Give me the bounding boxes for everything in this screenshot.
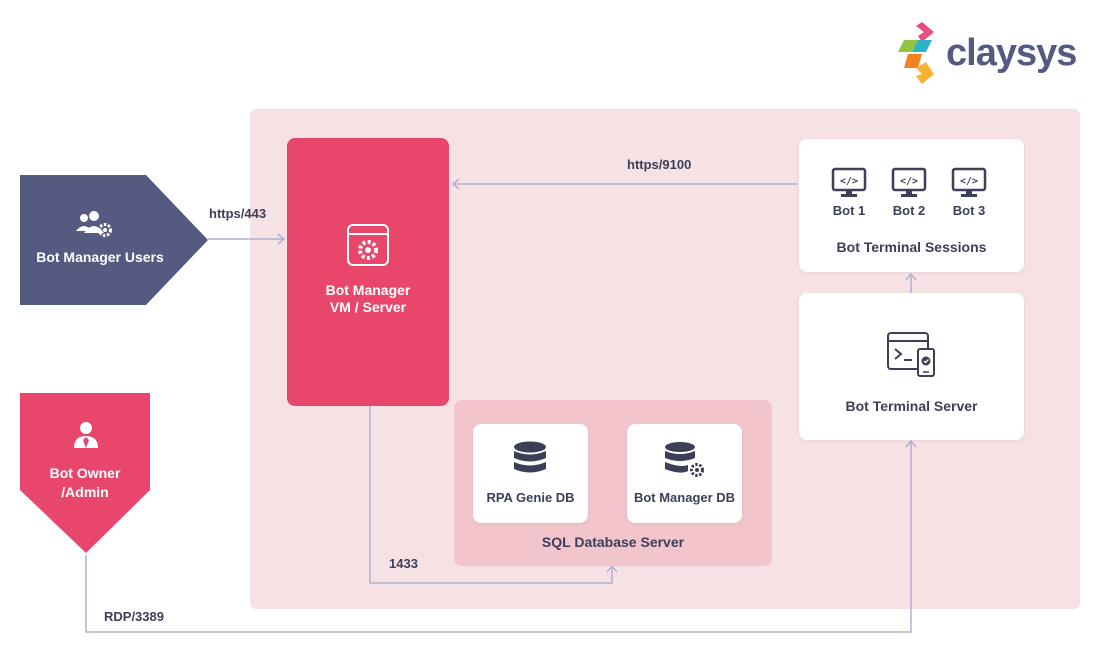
claysys-logo-mark bbox=[898, 22, 934, 84]
connector-rdp-3389 bbox=[85, 441, 912, 633]
sql-database-server-title: SQL Database Server bbox=[541, 534, 685, 550]
sql-database-server-panel: RPA Genie DB Bot Manager DB SQL Database… bbox=[454, 400, 772, 566]
owner-label-line1: Bot Owner bbox=[49, 465, 121, 481]
svg-text:</>: </> bbox=[900, 176, 918, 187]
bot-1-label: Bot 1 bbox=[832, 203, 866, 218]
database-icon bbox=[512, 441, 548, 484]
rpa-genie-db-label: RPA Genie DB bbox=[486, 490, 575, 505]
database-gear-icon bbox=[664, 441, 706, 484]
owner-label-line2: /Admin bbox=[61, 484, 109, 500]
code-monitor-icon: </> bbox=[891, 167, 927, 197]
connector-sql-1433 bbox=[369, 406, 613, 584]
bot-2: </> Bot 2 bbox=[891, 167, 931, 218]
bot-manager-db-label: Bot Manager DB bbox=[633, 490, 736, 505]
bot-manager-server-node: Bot Manager VM / Server bbox=[287, 138, 449, 406]
bot-1: </> Bot 1 bbox=[831, 167, 871, 218]
bot-terminal-server-card: Bot Terminal Server bbox=[799, 293, 1024, 440]
label-https-9100: https/9100 bbox=[627, 157, 692, 172]
svg-text:</>: </> bbox=[840, 176, 858, 187]
owner-node-shape bbox=[20, 393, 150, 553]
users-label: Bot Manager Users bbox=[36, 249, 164, 265]
code-monitor-icon: </> bbox=[951, 167, 987, 197]
bot-manager-users-node: Bot Manager Users bbox=[20, 175, 210, 305]
bot-terminal-sessions-title: Bot Terminal Sessions bbox=[836, 239, 987, 255]
bot-3: </> Bot 3 bbox=[951, 167, 991, 218]
bot-manager-db-card: Bot Manager DB bbox=[627, 424, 742, 523]
svg-text:</>: </> bbox=[960, 176, 978, 187]
label-1433: 1433 bbox=[389, 556, 418, 571]
users-node-shape bbox=[20, 175, 208, 305]
bot-3-label: Bot 3 bbox=[952, 203, 986, 218]
rpa-genie-db-card: RPA Genie DB bbox=[473, 424, 588, 523]
label-https-443: https/443 bbox=[209, 206, 267, 221]
user-admin-icon bbox=[73, 421, 99, 449]
logo-text: claysys bbox=[946, 32, 1077, 74]
bot-owner-node: Bot Owner /Admin bbox=[20, 393, 150, 555]
code-monitor-icon: </> bbox=[831, 167, 867, 197]
terminal-device-icon bbox=[886, 331, 938, 379]
gear-window-icon bbox=[347, 224, 389, 266]
bot-terminal-server-label: Bot Terminal Server bbox=[845, 398, 978, 414]
bot-terminal-sessions-card: </> Bot 1 </> Bot 2 </> Bot 3 Bot Termin… bbox=[799, 139, 1024, 272]
bot-2-label: Bot 2 bbox=[892, 203, 926, 218]
bot-manager-label-line1: Bot Manager bbox=[325, 282, 411, 298]
users-gear-icon bbox=[74, 209, 114, 239]
bot-manager-label-line2: VM / Server bbox=[329, 299, 407, 315]
claysys-logo: claysys bbox=[896, 18, 1086, 90]
label-rdp-3389: RDP/3389 bbox=[104, 609, 164, 624]
